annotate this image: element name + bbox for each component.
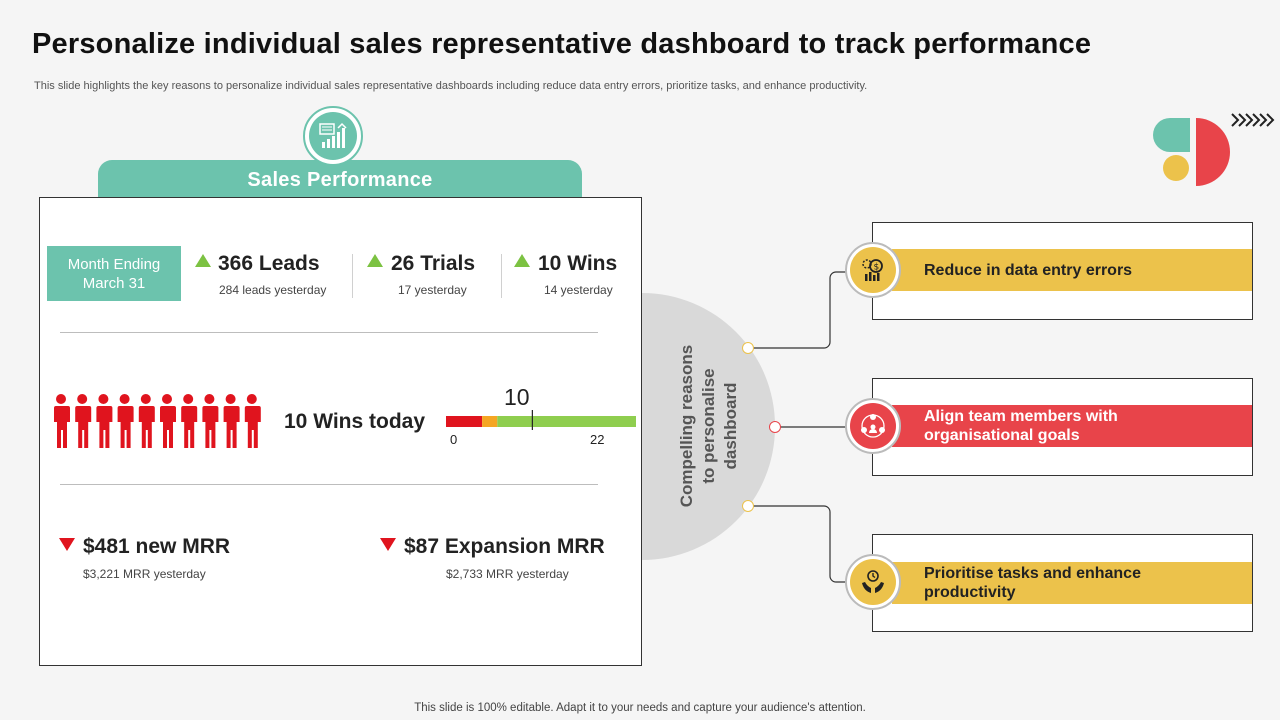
connector-lines [748,271,852,583]
reason-text-2-line1: Align team members with [924,408,1118,425]
trend-up-icon [367,254,383,267]
month-ending-date: March 31 [82,274,146,292]
page-title: Personalize individual sales representat… [32,28,1092,60]
new-mrr-value: $481 new MRR [83,535,231,558]
person-icon [96,394,113,448]
connector-dot [742,500,754,512]
section-divider [60,332,598,333]
kpi-leads-sub: 284 leads yesterday [219,283,327,297]
connector-dot [769,421,781,433]
svg-text:$: $ [874,263,880,273]
gauge-min-label: 0 [450,432,458,447]
gauge-orange-segment [482,416,498,427]
person-icon [160,394,176,448]
footer-note: This slide is 100% editable. Adapt it to… [414,702,866,714]
new-mrr-sub: $3,221 MRR yesterday [83,567,206,581]
people-icons-row [54,394,261,448]
reason-text-2-line2: organisational goals [924,427,1080,444]
reason-icon-wrap-2 [845,398,901,454]
person-icon [54,394,70,448]
sales-chart-icon [303,106,363,166]
reason-icon-wrap-3 [845,554,901,610]
section-divider [60,484,598,485]
kpi-divider [501,254,502,298]
page-subtitle: This slide highlights the key reasons to… [34,80,868,92]
data-settings-icon: $ [850,247,896,293]
month-ending-label: Month Ending [67,255,161,273]
kpi-trials-sub: 17 yesterday [398,283,467,297]
kpi-wins-value: 10 Wins [538,252,618,275]
trend-up-icon [514,254,530,267]
trend-up-icon [195,254,211,267]
expansion-mrr-value: $87 Expansion MRR [404,535,605,558]
trend-down-icon [59,538,75,551]
gauge-red-segment [446,416,483,427]
reason-bar-3: Prioritise tasks and enhance productivit… [892,562,1252,604]
person-icon [75,394,92,448]
team-icon [850,403,896,449]
reason-text-3-line2: productivity [924,584,1016,601]
gauge-green-segment [497,416,636,427]
trend-down-icon [380,538,396,551]
person-icon [202,394,219,448]
reasons-label-line2: to personalise [698,368,718,484]
reason-text-1: Reduce in data entry errors [924,261,1133,279]
logo-decoration [1153,113,1275,186]
connector-dot [742,342,754,354]
sales-performance-header: Sales Performance [98,160,582,200]
person-icon [138,394,155,448]
kpi-wins-sub: 14 yesterday [544,283,613,297]
person-icon [244,394,261,448]
reason-icon-wrap-1: $ [845,242,901,298]
kpi-divider [352,254,353,298]
gauge-max-label: 22 [590,432,605,447]
gauge-current-value: 10 [504,384,530,410]
priority-hands-icon [850,559,896,605]
wins-gauge-bar [446,410,636,430]
kpi-trials-value: 26 Trials [391,252,476,275]
reason-bar-1: Reduce in data entry errors [892,249,1252,291]
wins-today-label: 10 Wins today [284,410,426,433]
kpi-leads-value: 366 Leads [218,252,320,275]
person-icon [223,394,240,448]
person-icon [181,394,198,448]
reason-text-3-line1: Prioritise tasks and enhance [924,565,1141,582]
reasons-label-line1: Compelling reasons [676,344,696,508]
reasons-label-line3: dashboard [720,382,740,470]
reason-bar-2: Align team members with organisational g… [892,405,1252,447]
expansion-mrr-sub: $2,733 MRR yesterday [446,567,569,581]
person-icon [117,394,134,448]
month-ending-box: Month Ending March 31 [47,246,181,301]
